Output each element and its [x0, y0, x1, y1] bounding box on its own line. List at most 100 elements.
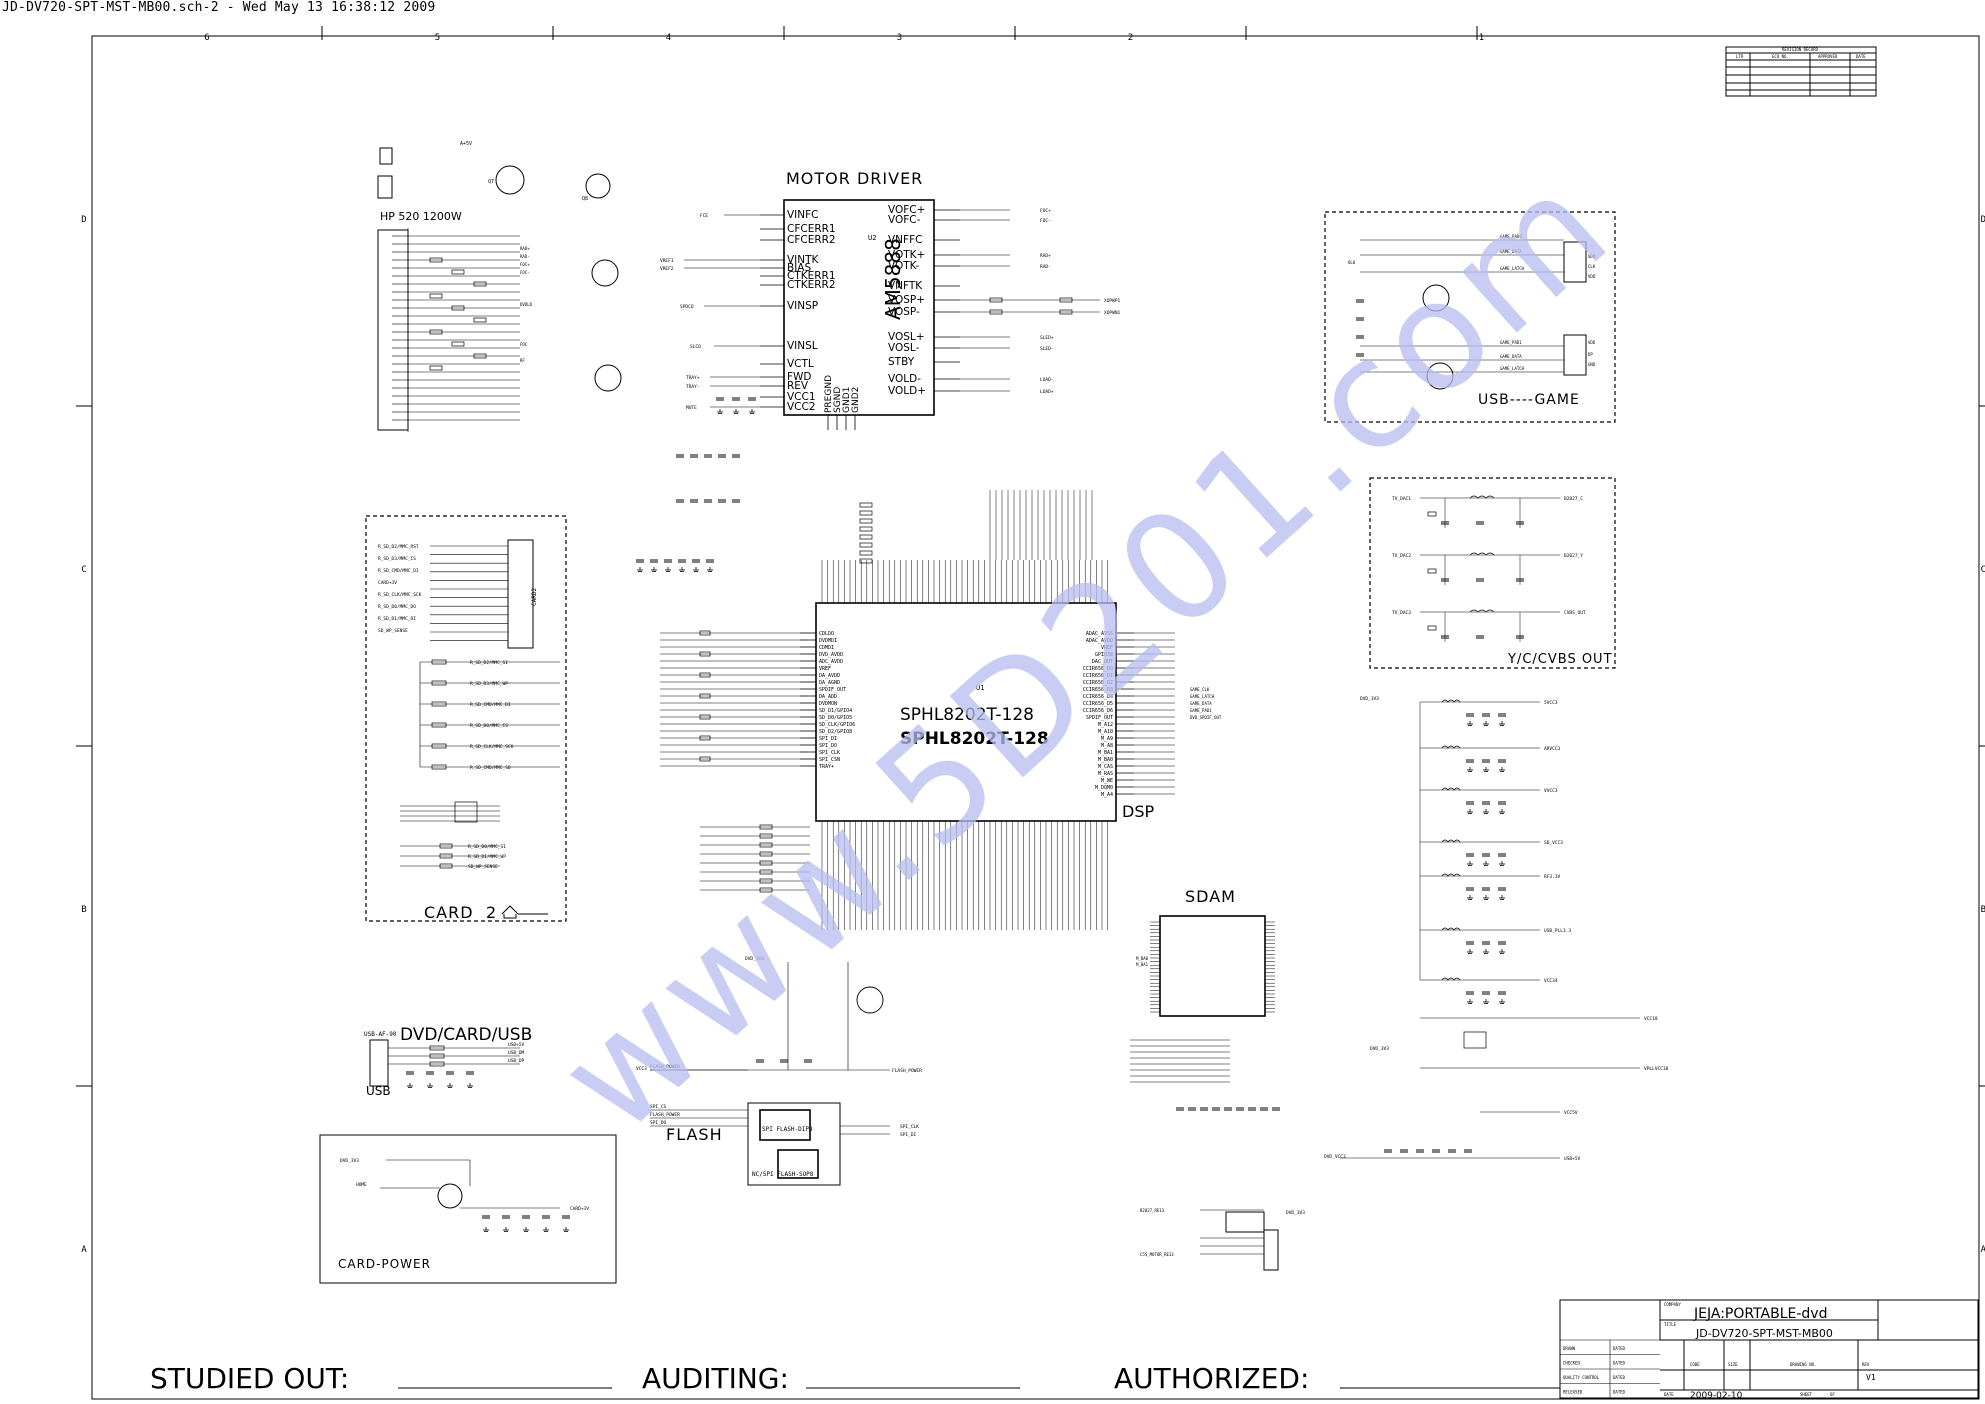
drawing-no-header: DRAWING NO. — [1790, 1362, 1817, 1367]
svg-text:R_SD_D1/MMC_WP: R_SD_D1/MMC_WP — [468, 854, 506, 860]
dsp-pin-cdmdi: CDMDI — [819, 645, 834, 651]
flash-title: FLASH — [666, 1125, 723, 1144]
spi-flash-sop-chip — [777, 1149, 819, 1179]
svg-text:USB_DP: USB_DP — [508, 1058, 525, 1064]
svg-text:CARD+3V: CARD+3V — [378, 580, 397, 586]
dsp-pin-sd-d2-gpio8: SD_D2/GPIO8 — [819, 729, 852, 735]
svg-text:SD_VCC3: SD_VCC3 — [1544, 840, 1563, 846]
svg-text:R_SD_D1/MMC_DI: R_SD_D1/MMC_DI — [378, 616, 416, 622]
column-marker-3: 3 — [897, 33, 902, 43]
date-header: DATE — [1664, 1392, 1674, 1397]
svg-text:FLASH_POWER: FLASH_POWER — [650, 1064, 680, 1070]
row-marker-right-A: A — [1981, 1245, 1985, 1255]
row-marker-right-C: C — [1981, 565, 1985, 575]
svg-text:SPI_DI: SPI_DI — [900, 1132, 917, 1138]
am5888-pin-votkm: VOTK- — [888, 260, 919, 272]
svg-text:SPI_DO: SPI_DO — [650, 1120, 667, 1126]
motor-driver-title: MOTOR DRIVER — [786, 169, 923, 188]
card-socket — [507, 539, 534, 649]
svg-text:TV_DAC1: TV_DAC1 — [1392, 496, 1411, 502]
revision-value: V1 — [1866, 1373, 1876, 1382]
svg-text:R_SD_D2/MMC_SI: R_SD_D2/MMC_SI — [470, 660, 508, 666]
svg-text:M_BA1: M_BA1 — [1136, 962, 1149, 967]
am5888-pin-vnffc: VNFFC — [888, 234, 922, 246]
of-label: OF — [1830, 1392, 1835, 1397]
tb-dated-2: DATED — [1613, 1375, 1626, 1380]
svg-text:M_BA0: M_BA0 — [1136, 956, 1149, 961]
dsp-pin-adac-avdd: ADAC_AVDD — [1086, 638, 1113, 644]
svg-text:GAME_PAD1: GAME_PAD1 — [1500, 340, 1522, 345]
svg-text:HOME: HOME — [356, 1182, 367, 1188]
am5888-chip — [783, 199, 935, 416]
motor-driver-block: MOTOR DRIVER U2 AM5888 VINFCCFCERR1CFCER… — [660, 169, 1121, 430]
svg-text:DVDLD: DVDLD — [520, 302, 533, 307]
card-power-title: CARD-POWER — [338, 1257, 431, 1271]
svg-text:CARD2: CARD2 — [531, 588, 538, 606]
svg-text:SLCO: SLCO — [690, 344, 701, 350]
tb-label-quality-control: QUALITY CONTROL — [1563, 1375, 1600, 1380]
svg-text:R_SD_CMD/MMC_DI: R_SD_CMD/MMC_DI — [378, 568, 419, 574]
dsp-chip-label: SPHL8202T-128 — [900, 705, 1034, 725]
svg-text:VCC5V: VCC5V — [1564, 1110, 1578, 1116]
svg-text:FOC+: FOC+ — [1040, 208, 1051, 214]
svg-text:C5S_MOTOR_RE13: C5S_MOTOR_RE13 — [1140, 1252, 1174, 1257]
svg-text:B2027_RE13: B2027_RE13 — [1140, 1208, 1165, 1213]
svg-text:RAD+: RAD+ — [520, 246, 530, 251]
svg-text:VCC18: VCC18 — [1644, 1016, 1658, 1022]
am5888-pin-vospp: VOSP+ — [888, 294, 925, 306]
svg-text:R_SD_D3/MMC_CS: R_SD_D3/MMC_CS — [378, 556, 416, 562]
svg-text:FOC+: FOC+ — [520, 262, 530, 267]
dsp-pin-ccir656-d6: CCIR656_D6 — [1083, 708, 1113, 714]
dsp-pin-m-we: M_WE — [1101, 778, 1113, 784]
svg-text:DVD_SPDIF_OUT: DVD_SPDIF_OUT — [1190, 715, 1222, 720]
svg-text:SPI_CS: SPI_CS — [650, 1104, 667, 1110]
code-header: CODE — [1690, 1362, 1700, 1367]
dsp-pin-m-ras: M_RAS — [1098, 771, 1113, 777]
svg-text:VREF1: VREF1 — [660, 258, 674, 264]
ycvbs-dashed-region — [1369, 477, 1616, 669]
svg-text:SPI_CLK: SPI_CLK — [900, 1124, 919, 1130]
dsp-pin-da-add: DA_ADD — [819, 694, 837, 700]
svg-text:LOAD+: LOAD+ — [1040, 389, 1054, 395]
card-home-icon — [501, 905, 548, 919]
dsp-pin-ccir656-d4: CCIR656_D4 — [1083, 694, 1113, 700]
svg-text:MUTE: MUTE — [686, 405, 697, 411]
svg-text:SD_WP_SENSE: SD_WP_SENSE — [468, 864, 498, 870]
drawing-title: JD-DV720-SPT-MST-MB00 — [1695, 1327, 1833, 1340]
svg-text:VCC34: VCC34 — [1544, 978, 1558, 984]
svg-text:GAME_DATA: GAME_DATA — [1190, 701, 1212, 706]
am5888-pin-vcc1: VCC1 — [787, 391, 816, 403]
svg-text:DVD_3V3: DVD_3V3 — [1286, 1210, 1305, 1216]
svg-text:R_SD_D0/MMC_CS: R_SD_D0/MMC_CS — [470, 723, 508, 729]
svg-text:SLED-: SLED- — [1040, 346, 1054, 352]
svg-text:USB_DM: USB_DM — [508, 1050, 525, 1056]
svg-text:GAME_DATA: GAME_DATA — [1500, 249, 1522, 254]
am5888-pin-pregnd: PREGND — [824, 375, 834, 413]
dsp-pin-gpio38: GPIO38 — [1095, 652, 1113, 658]
am5888-pin-cfcerr2: CFCERR2 — [787, 234, 836, 246]
column-marker-2: 2 — [1128, 33, 1133, 43]
column-marker-1: 1 — [1479, 33, 1484, 43]
dsp-chip-label-bold: SPHL8202T-128 — [900, 729, 1049, 749]
dsp-pin-ccir656-d0: CCIR656_D0 — [1083, 666, 1113, 672]
dsp-pin-m-ba1: M_BA1 — [1098, 750, 1113, 756]
am5888-pin-vcc2: VCC2 — [787, 401, 816, 413]
dsp-pin-m-a8: M_A8 — [1101, 743, 1113, 749]
svg-text:GAME_CLK: GAME_CLK — [1190, 687, 1210, 692]
row-marker-right-D: D — [1981, 215, 1985, 225]
tb-dated-0: DATED — [1613, 1346, 1626, 1351]
am5888-pin-vintk: VINTK — [787, 254, 820, 266]
size-header: SIZE — [1728, 1362, 1738, 1367]
svg-text:R_SD_CMD/MMC_SO: R_SD_CMD/MMC_SO — [470, 765, 511, 771]
usb-connector — [369, 1039, 389, 1087]
row-marker-left-D: D — [81, 215, 86, 225]
svg-text:DVD_3V3: DVD_3V3 — [745, 956, 764, 962]
am5888-pin-voldp: VOLD+ — [888, 385, 926, 397]
tb-label-released: RELEASED — [1563, 1390, 1583, 1395]
am5888-pin-rev: REV — [787, 380, 809, 392]
card-block: CARD2 CARD 2 R_SD_D2/MMC_RSTR_SD_D3/MMC_… — [365, 515, 567, 922]
am5888-pin-vinsl: VINSL — [787, 340, 818, 352]
